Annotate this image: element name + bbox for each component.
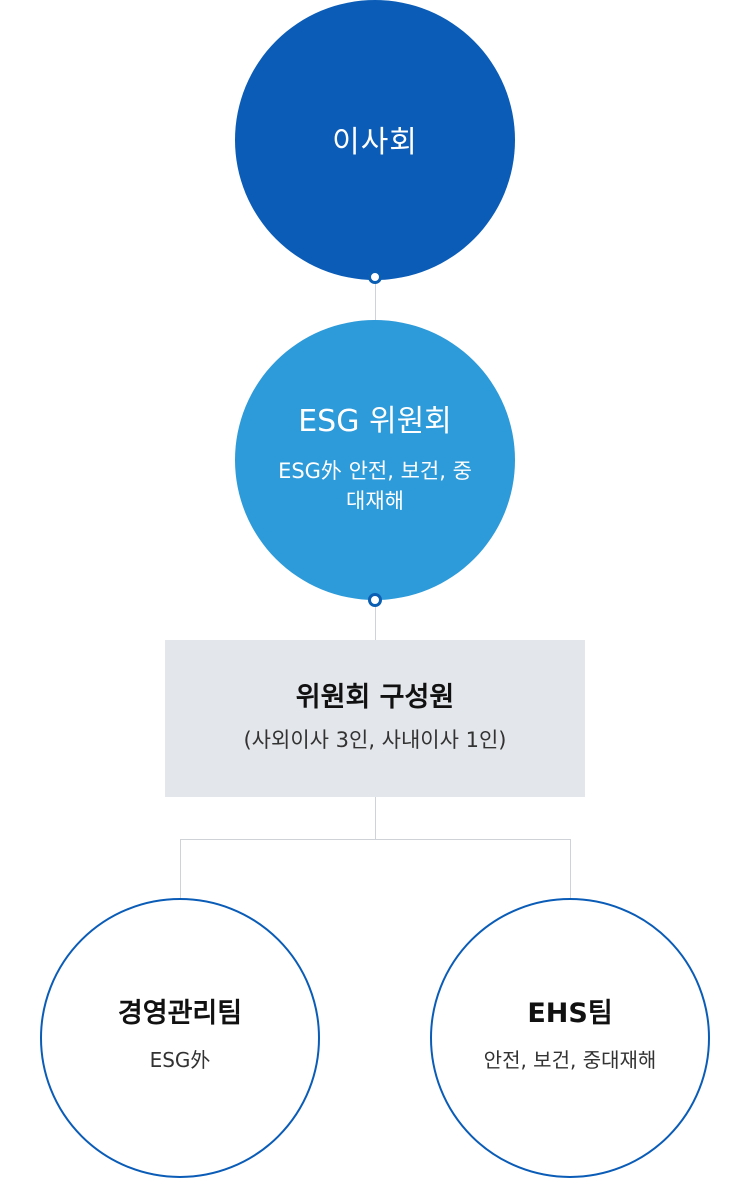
members-title: 위원회 구성원: [295, 682, 455, 713]
members-description: (사외이사 3인, 사내이사 1인): [243, 728, 507, 752]
esg-committee-title: ESG 위원회: [298, 404, 452, 439]
management-team-node: 경영관리팀 ESG外: [40, 898, 320, 1178]
esg-committee-description: ESG外 안전, 보건, 중대재해: [278, 459, 472, 513]
management-team-description: ESG外: [149, 1048, 211, 1072]
connector-members-split: [375, 797, 376, 839]
connector-board-committee: [375, 280, 376, 320]
connector-to-management-team: [180, 839, 181, 898]
connector-committee-members: [375, 600, 376, 640]
esg-committee-node: ESG 위원회 ESG外 안전, 보건, 중대재해: [235, 320, 515, 600]
connector-horizontal-branch: [180, 839, 571, 840]
ehs-team-title: EHS팀: [527, 998, 613, 1029]
committee-members-box: 위원회 구성원 (사외이사 3인, 사내이사 1인): [165, 640, 585, 797]
connector-dot-board: [368, 270, 382, 284]
connector-to-ehs-team: [570, 839, 571, 898]
board-node: 이사회: [235, 0, 515, 280]
management-team-title: 경영관리팀: [117, 998, 243, 1029]
ehs-team-description: 안전, 보건, 중대재해: [483, 1048, 657, 1072]
connector-dot-committee: [368, 593, 382, 607]
board-title: 이사회: [332, 125, 418, 160]
ehs-team-node: EHS팀 안전, 보건, 중대재해: [430, 898, 710, 1178]
